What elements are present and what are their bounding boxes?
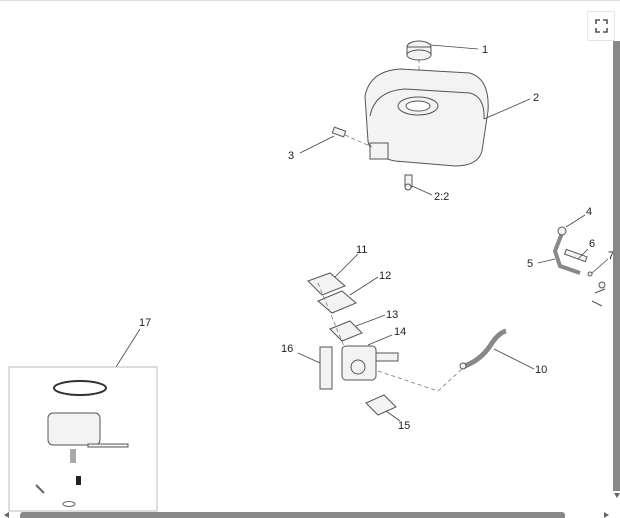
gasket-15[interactable]	[365, 394, 397, 416]
carburetor[interactable]	[341, 345, 399, 381]
leader-line	[355, 314, 386, 327]
bolt[interactable]	[331, 126, 347, 138]
leader-line	[299, 135, 335, 154]
vertical-scrollbar-thumb[interactable]	[613, 41, 620, 491]
scroll-down-arrow-icon[interactable]	[614, 493, 620, 498]
callout-14: 14	[394, 326, 406, 338]
callout-6: 6	[589, 238, 595, 250]
fullscreen-icon	[595, 19, 608, 33]
leader-line	[334, 253, 359, 278]
assembly-line	[377, 370, 439, 392]
gasket-13[interactable]	[329, 320, 363, 342]
callout-7: 7	[608, 250, 614, 262]
horizontal-scrollbar-thumb[interactable]	[20, 512, 565, 518]
leader-line	[297, 352, 321, 364]
fuel-tank[interactable]	[364, 68, 489, 167]
leader-line	[430, 44, 479, 50]
assembly-line	[344, 134, 373, 148]
scroll-left-arrow-icon[interactable]	[4, 512, 9, 518]
spacer-12[interactable]	[317, 290, 357, 314]
callout-10: 10	[535, 364, 547, 376]
fuel-cap[interactable]	[406, 40, 432, 61]
callout-13: 13	[386, 309, 398, 321]
leader-line	[493, 348, 535, 370]
leader-line	[537, 258, 556, 264]
callout-3: 3	[288, 150, 294, 162]
leader-line	[565, 214, 586, 228]
assembly-line	[437, 368, 463, 392]
fullscreen-button[interactable]	[587, 11, 615, 41]
callout-2-2: 2:2	[434, 191, 449, 203]
callout-15: 15	[398, 420, 410, 432]
gasket-11[interactable]	[307, 272, 346, 296]
callout-5: 5	[527, 258, 533, 270]
leader-line	[591, 258, 609, 274]
fuel-fitting[interactable]	[404, 174, 413, 191]
solenoid-16[interactable]	[319, 346, 333, 390]
repair-kit-17[interactable]	[8, 366, 158, 512]
scroll-right-arrow-icon[interactable]	[604, 512, 609, 518]
leader-line	[483, 98, 531, 120]
leader-line	[385, 410, 401, 422]
callout-4: 4	[586, 206, 592, 218]
callout-2: 2	[533, 92, 539, 104]
callout-12: 12	[379, 270, 391, 282]
leader-line	[367, 334, 393, 346]
leader-line	[115, 328, 141, 368]
leader-line	[577, 248, 589, 260]
callout-17: 17	[139, 317, 151, 329]
fuel-hose[interactable]	[459, 328, 507, 370]
callout-16: 16	[281, 343, 293, 355]
fuel-line-assembly[interactable]	[552, 226, 606, 307]
callout-11: 11	[356, 244, 367, 256]
leader-line	[411, 185, 433, 196]
callout-1: 1	[482, 44, 488, 56]
leader-line	[349, 276, 379, 296]
